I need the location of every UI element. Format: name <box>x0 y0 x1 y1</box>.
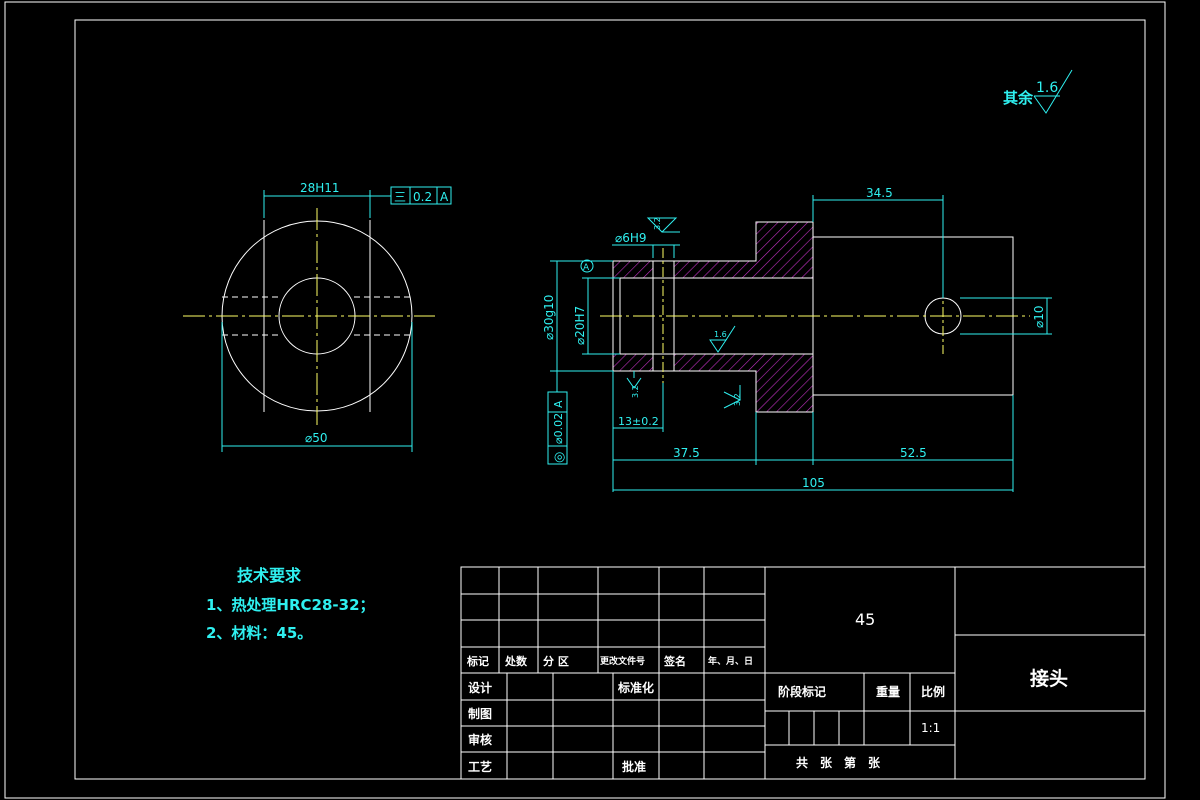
dim-13: 13±0.2 <box>618 415 659 428</box>
left-view: 28H11 三 0.2 A ⌀50 <box>183 181 452 452</box>
roughness-label: 其余 <box>1003 89 1034 107</box>
part-name: 接头 <box>1030 668 1068 690</box>
dim-37-5: 37.5 <box>673 446 700 460</box>
coaxiality-value: ⌀0.02 <box>552 413 565 444</box>
header-mark: 标记 <box>466 654 489 668</box>
tolerance-value: 0.2 <box>413 190 432 204</box>
row-drawing: 制图 <box>468 706 492 721</box>
tolerance-datum: A <box>440 190 449 204</box>
tech-requirements: 技术要求 1、热处理HRC28-32； 2、材料：45。 <box>206 566 375 642</box>
datum-marker: A <box>583 263 590 273</box>
dim-105: 105 <box>802 476 825 490</box>
weight-label: 重量 <box>876 684 900 699</box>
title-block <box>460 566 1146 780</box>
row-standard: 标准化 <box>617 680 654 695</box>
row-check: 审核 <box>468 732 492 747</box>
bore-diameter-dimension: ⌀20H7 <box>573 306 587 345</box>
tech-req-title: 技术要求 <box>237 566 302 585</box>
hole-dimension: ⌀6H9 <box>615 231 647 245</box>
row-approve: 批准 <box>622 759 646 774</box>
stage-mark: 阶段标记 <box>778 684 826 699</box>
header-doc-no: 更改文件号 <box>600 655 645 667</box>
roughness-bottom-left: 3.2 <box>631 385 640 398</box>
roughness-top: 3.2 <box>653 217 662 230</box>
tech-req-line-2: 2、材料：45。 <box>206 624 312 642</box>
row-design: 设计 <box>468 680 492 695</box>
section-view: ⌀6H9 3.2 ⌀30g10 ⌀20H7 A ◎ ⌀0.02 A 3.2 1.… <box>542 186 1052 492</box>
width-dimension: 28H11 <box>300 181 340 195</box>
roughness-shoulder: 3.2 <box>733 393 742 406</box>
scale-value: 1:1 <box>921 721 940 735</box>
header-count: 处数 <box>504 654 528 668</box>
pin-hole-dimension: ⌀10 <box>1032 306 1046 329</box>
dim-52-5: 52.5 <box>900 446 927 460</box>
outer-frame <box>4 1 1166 799</box>
roughness-value: 1.6 <box>1036 80 1058 96</box>
row-process: 工艺 <box>468 759 492 774</box>
header-zone: 分 区 <box>543 654 569 668</box>
header-sign: 签名 <box>663 654 686 668</box>
sheet-count: 共 张 第 张 <box>796 755 881 770</box>
material-value: 45 <box>855 610 875 629</box>
title-block-text: 45 接头 标记 处数 分 区 更改文件号 签名 年、月、日 设计 标准化 制图… <box>466 610 1068 774</box>
dim-34-5: 34.5 <box>866 186 893 200</box>
general-roughness-symbol: 其余 1.6 <box>1003 69 1073 114</box>
outer-diameter-dimension: ⌀30g10 <box>542 295 556 340</box>
symmetry-symbol: 三 <box>394 190 406 204</box>
roughness-bore: 1.6 <box>714 330 727 339</box>
scale-label: 比例 <box>921 684 945 699</box>
tech-req-line-1: 1、热处理HRC28-32； <box>206 596 375 614</box>
diameter-dimension: ⌀50 <box>305 431 328 445</box>
coaxiality-datum: A <box>552 400 565 408</box>
header-date: 年、月、日 <box>708 655 753 667</box>
coaxiality-symbol: ◎ <box>552 452 567 463</box>
